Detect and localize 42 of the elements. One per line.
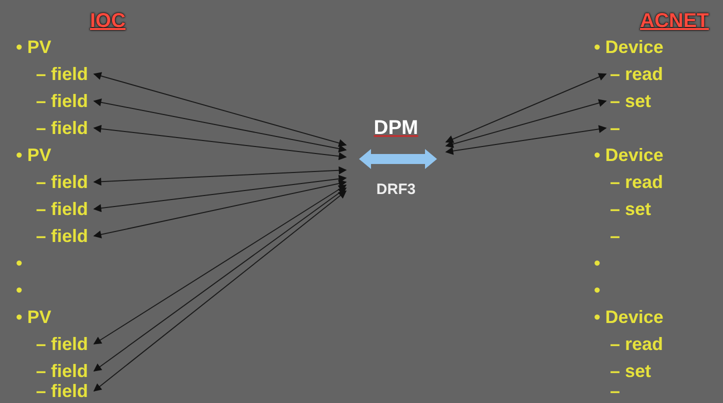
list-item: • PV — [16, 306, 52, 328]
list-item: • PV — [16, 144, 52, 166]
list-item: – read — [610, 63, 664, 85]
list-item: – set — [610, 198, 652, 220]
double-headed-arrow — [445, 99, 607, 148]
list-item: – — [610, 117, 620, 139]
double-headed-arrow — [93, 174, 347, 212]
column-heading: IOC — [90, 9, 126, 33]
list-item: • — [594, 252, 600, 274]
list-item: – field — [36, 117, 88, 139]
node-title: DPM — [372, 116, 420, 140]
double-headed-arrow — [445, 73, 607, 143]
list-item: – set — [610, 360, 652, 382]
double-headed-arrow — [93, 98, 347, 153]
list-item: – read — [610, 171, 664, 193]
list-item: – field — [36, 90, 88, 112]
list-item: • Device — [594, 36, 664, 58]
list-item: – field — [36, 380, 88, 402]
list-item: – field — [36, 333, 88, 355]
list-item: • — [16, 279, 22, 301]
list-item: • — [16, 252, 22, 274]
list-item: – field — [36, 171, 88, 193]
list-item: – field — [36, 63, 88, 85]
node-subtitle: DRF3 — [375, 180, 417, 200]
list-item: – field — [36, 360, 88, 382]
double-headed-arrow — [93, 166, 347, 186]
list-item: • Device — [594, 144, 664, 166]
list-item: – set — [610, 90, 652, 112]
list-item: – — [610, 225, 620, 247]
double-headed-arrow — [93, 180, 347, 238]
double-headed-arrow — [445, 125, 607, 155]
list-item: • PV — [16, 36, 52, 58]
double-headed-arrow — [93, 124, 347, 160]
list-item: – field — [36, 225, 88, 247]
list-item: • Device — [594, 306, 664, 328]
list-item: – field — [36, 198, 88, 220]
list-item: • — [594, 279, 600, 301]
double-headed-arrow — [93, 72, 347, 147]
list-item: – — [610, 380, 620, 402]
list-item: – read — [610, 333, 664, 355]
column-heading: ACNET — [640, 9, 709, 33]
double-headed-arrow — [93, 184, 347, 344]
